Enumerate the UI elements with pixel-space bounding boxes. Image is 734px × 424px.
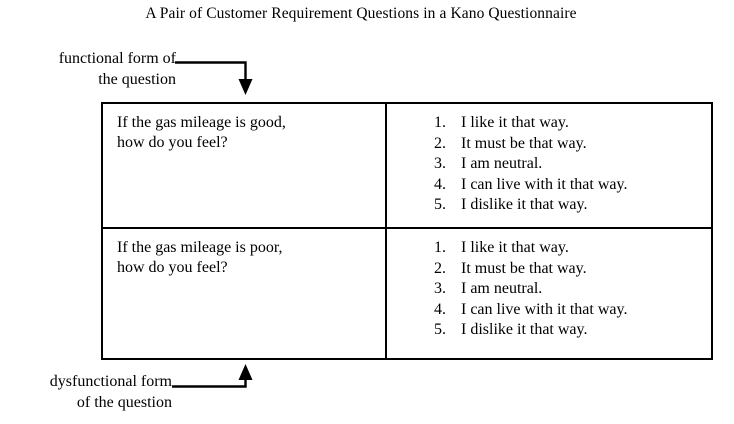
answer-label: I am neutral. [461, 155, 543, 173]
question-cell-functional: If the gas mileage is good, how do you f… [103, 104, 387, 227]
answer-number: 5. [434, 196, 446, 214]
answer-list: 1. I like it that way. 2. It must be tha… [387, 113, 711, 216]
arrowhead-up-icon [238, 364, 253, 380]
question-line-1: If the gas mileage is good, [117, 114, 286, 131]
answer-label: I like it that way. [461, 239, 569, 256]
question-line-2: how do you feel? [117, 259, 228, 276]
answer-label: I dislike it that way. [461, 196, 588, 214]
answer-option[interactable]: 1. I like it that way. [387, 113, 711, 134]
answer-number: 2. [434, 259, 446, 277]
answer-option[interactable]: 3. I am neutral. [387, 154, 711, 175]
answer-number: 1. [434, 114, 446, 131]
answer-label: I like it that way. [461, 114, 569, 131]
answer-cell-dysfunctional: 1. I like it that way. 2. It must be tha… [387, 229, 711, 358]
question-cell-dysfunctional: If the gas mileage is poor, how do you f… [103, 229, 387, 358]
answer-option[interactable]: 2. It must be that way. [387, 134, 711, 155]
answer-option[interactable]: 5. I dislike it that way. [387, 320, 711, 341]
answer-option[interactable]: 4. I can live with it that way. [387, 175, 711, 196]
answer-label: I am neutral. [461, 280, 543, 298]
answer-option[interactable]: 1. I like it that way. [387, 238, 711, 259]
answer-list: 1. I like it that way. 2. It must be tha… [387, 238, 711, 341]
answer-number: 2. [434, 134, 446, 152]
answer-number: 3. [434, 280, 446, 298]
kano-questionnaire-table: If the gas mileage is good, how do you f… [101, 102, 713, 360]
answer-option[interactable]: 5. I dislike it that way. [387, 195, 711, 216]
answer-number: 1. [434, 239, 446, 256]
arrow-dysfunctional-to-table [172, 364, 253, 388]
label-functional-form-line1: functional form of [58, 50, 176, 67]
answer-label: I dislike it that way. [461, 321, 588, 339]
label-functional-form: functional form of the question [8, 48, 176, 90]
question-line-2: how do you feel? [117, 134, 228, 151]
answer-label: I can live with it that way. [461, 300, 628, 318]
answer-number: 4. [434, 175, 446, 193]
answer-option[interactable]: 2. It must be that way. [387, 259, 711, 280]
question-line-1: If the gas mileage is poor, [117, 239, 283, 256]
table-row: If the gas mileage is poor, how do you f… [103, 229, 711, 358]
answer-number: 3. [434, 155, 446, 173]
answer-label: I can live with it that way. [461, 175, 628, 193]
arrowhead-down-icon [238, 79, 253, 95]
answer-label: It must be that way. [461, 259, 587, 277]
answer-option[interactable]: 4. I can live with it that way. [387, 300, 711, 321]
label-dysfunctional-form: dysfunctional form of the question [4, 371, 172, 413]
page-title: A Pair of Customer Requirement Questions… [145, 5, 577, 22]
label-dysfunctional-form-line1: dysfunctional form [49, 373, 172, 390]
answer-number: 5. [434, 321, 446, 339]
label-dysfunctional-form-line2: of the question [76, 394, 172, 411]
label-functional-form-line2: the question [98, 71, 176, 88]
answer-label: It must be that way. [461, 134, 587, 152]
arrow-functional-to-table [175, 61, 253, 95]
table-row: If the gas mileage is good, how do you f… [103, 104, 711, 229]
answer-option[interactable]: 3. I am neutral. [387, 279, 711, 300]
answer-cell-functional: 1. I like it that way. 2. It must be tha… [387, 104, 711, 227]
answer-number: 4. [434, 300, 446, 318]
